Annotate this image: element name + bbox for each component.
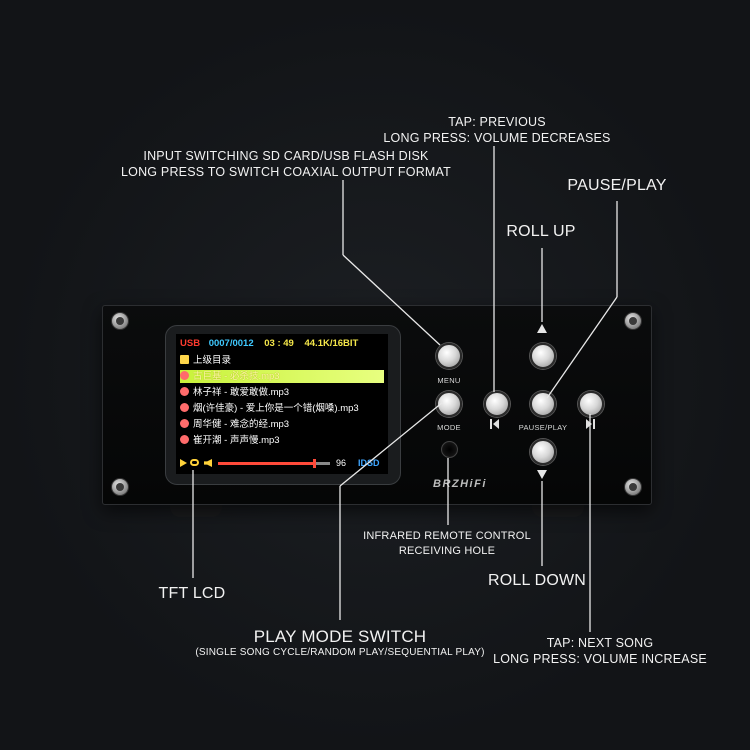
callout-infrared-line2: RECEIVING HOLE bbox=[398, 545, 496, 557]
lcd-time: 03 : 49 bbox=[264, 338, 294, 349]
screw-icon bbox=[624, 478, 642, 496]
lcd-list-item: 林子祥 - 敢爱敢做.mp3 bbox=[180, 386, 384, 399]
play-icon bbox=[180, 459, 187, 467]
arrow-up-icon bbox=[537, 324, 547, 333]
skip-previous-icon bbox=[490, 419, 500, 429]
callout-roll-down: ROLL DOWN bbox=[487, 572, 587, 589]
lcd-list-item-text: 周华健 - 难念的经.mp3 bbox=[193, 419, 290, 430]
callout-input-line2: LONG PRESS TO SWITCH COAXIAL OUTPUT FORM… bbox=[121, 165, 451, 179]
pause-play-button-label: PAUSE/PLAY bbox=[518, 423, 568, 432]
callout-previous-line1: TAP: PREVIOUS bbox=[448, 115, 546, 129]
callout-play-mode-title: PLAY MODE SWITCH bbox=[253, 627, 427, 646]
callout-infrared-line1: INFRARED REMOTE CONTROL bbox=[363, 530, 531, 542]
folder-icon bbox=[180, 354, 189, 364]
leader-pause-play-diag bbox=[546, 296, 618, 399]
lcd-list-item: 烟(许佳豪) - 爱上你是一个错(烟嗓).mp3 bbox=[180, 402, 384, 415]
lcd-list-item: 崔开潮 - 声声慢.mp3 bbox=[180, 434, 384, 447]
callout-play-mode: PLAY MODE SWITCH (SINGLE SONG CYCLE/RAND… bbox=[195, 627, 484, 659]
callout-next-line1: TAP: NEXT SONG bbox=[546, 636, 654, 650]
tft-lcd-screen: USB 0007/0012 03 : 49 44.1K/16BIT 上级目录古巨… bbox=[176, 334, 388, 474]
menu-button-label: MENU bbox=[437, 376, 461, 385]
lcd-volume: 96 bbox=[336, 458, 347, 468]
callout-input-line1: INPUT SWITCHING SD CARD/USB FLASH DISK bbox=[143, 149, 429, 163]
lcd-list-item-text: 崔开潮 - 声声慢.mp3 bbox=[193, 435, 280, 446]
volume-icon bbox=[204, 459, 212, 467]
callout-previous-line2: LONG PRESS: VOLUME DECREASES bbox=[383, 131, 611, 145]
loop-icon bbox=[190, 459, 199, 466]
callout-roll-up: ROLL UP bbox=[506, 223, 576, 240]
lcd-format: 44.1K/16BIT bbox=[304, 338, 359, 349]
callout-next: TAP: NEXT SONG LONG PRESS: VOLUME INCREA… bbox=[493, 635, 707, 667]
lcd-list-item: 古巨基 - 必杀技.mp3 bbox=[180, 370, 384, 383]
menu-button[interactable] bbox=[436, 343, 462, 369]
music-note-icon bbox=[180, 434, 189, 444]
volume-bar-fill bbox=[218, 462, 313, 465]
lcd-track-counter: 0007/0012 bbox=[208, 338, 254, 349]
screw-icon bbox=[624, 312, 642, 330]
infrared-receiver-hole bbox=[441, 441, 458, 458]
callout-pause-play: PAUSE/PLAY bbox=[567, 177, 667, 194]
roll-up-button[interactable] bbox=[530, 343, 556, 369]
leader-play-mode-diag bbox=[339, 401, 444, 487]
lcd-status-bar: USB 0007/0012 03 : 49 44.1K/16BIT bbox=[180, 337, 358, 350]
callout-infrared: INFRARED REMOTE CONTROL RECEIVING HOLE bbox=[363, 529, 531, 559]
mode-button-label: MODE bbox=[437, 423, 461, 432]
music-note-icon bbox=[180, 386, 189, 396]
callout-tft: TFT LCD bbox=[158, 585, 226, 602]
lcd-source: USB bbox=[180, 338, 201, 349]
music-note-icon bbox=[180, 418, 189, 428]
lcd-list-item: 上级目录 bbox=[180, 354, 384, 367]
volume-knob bbox=[313, 459, 316, 468]
music-note-icon bbox=[180, 402, 189, 412]
lcd-list-item-text: 上级目录 bbox=[193, 355, 232, 366]
next-button[interactable] bbox=[578, 391, 604, 417]
lcd-list-item-text: 烟(许佳豪) - 爱上你是一个错(烟嗓).mp3 bbox=[193, 403, 359, 414]
callout-next-line2: LONG PRESS: VOLUME INCREASE bbox=[493, 652, 707, 666]
pause-play-button[interactable] bbox=[530, 391, 556, 417]
skip-next-icon bbox=[585, 419, 595, 429]
brand-logo: BRZHiFi bbox=[433, 478, 487, 490]
lcd-list-item-text: 古巨基 - 必杀技.mp3 bbox=[193, 371, 280, 382]
music-note-icon bbox=[180, 370, 189, 380]
screw-icon bbox=[111, 478, 129, 496]
roll-down-button[interactable] bbox=[530, 439, 556, 465]
callout-input: INPUT SWITCHING SD CARD/USB FLASH DISK L… bbox=[121, 148, 451, 180]
arrow-down-icon bbox=[537, 470, 547, 479]
leader-input-diag bbox=[342, 254, 441, 346]
callout-play-mode-subtitle: (SINGLE SONG CYCLE/RANDOM PLAY/SEQUENTIA… bbox=[195, 647, 485, 658]
previous-button[interactable] bbox=[484, 391, 510, 417]
volume-bar bbox=[218, 459, 330, 468]
screw-icon bbox=[111, 312, 129, 330]
lcd-list-item-text: 林子祥 - 敢爱敢做.mp3 bbox=[193, 387, 290, 398]
callout-previous: TAP: PREVIOUS LONG PRESS: VOLUME DECREAS… bbox=[383, 114, 610, 146]
lcd-list-item: 周华健 - 难念的经.mp3 bbox=[180, 418, 384, 431]
